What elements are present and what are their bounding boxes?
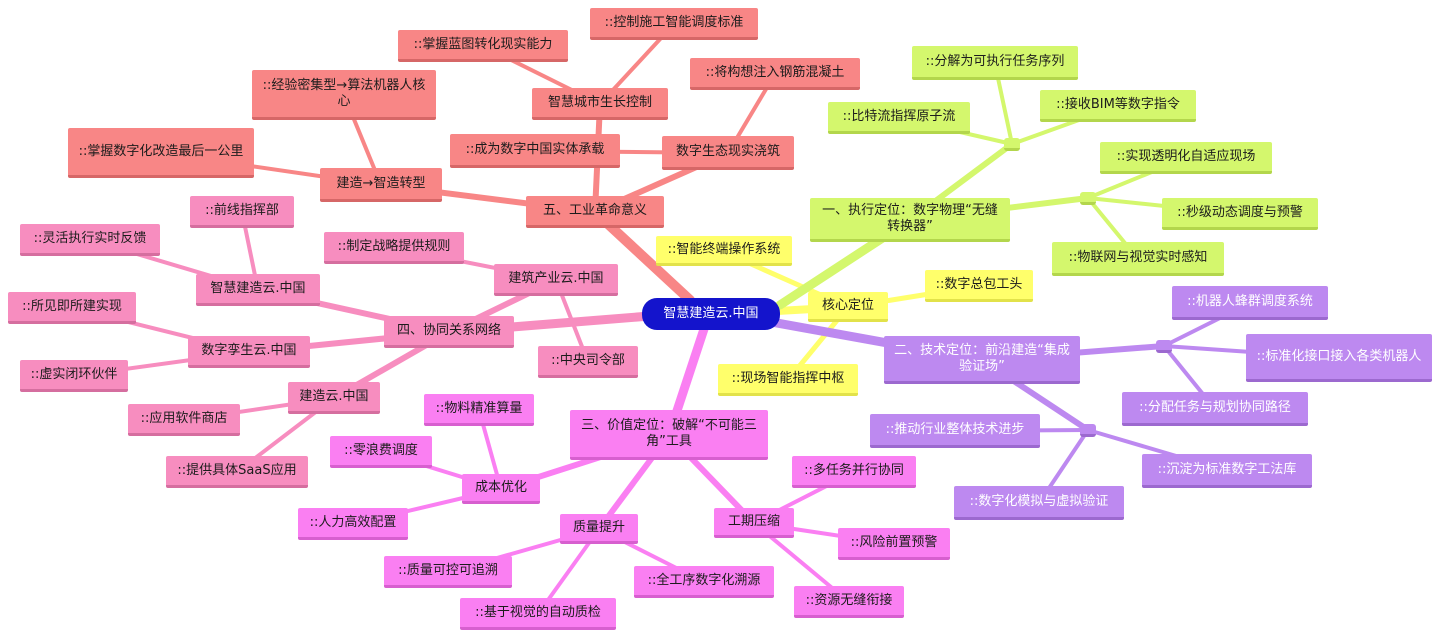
leaf[interactable]: ::灵活执行实时反馈 xyxy=(20,224,160,256)
hub-technology-1 xyxy=(1156,340,1172,353)
leaf[interactable]: ::分解为可执行任务序列 xyxy=(912,46,1078,80)
hub-execution-2 xyxy=(1080,192,1096,205)
core-item[interactable]: ::智能终端操作系统 xyxy=(656,236,792,266)
branch-network[interactable]: 四、协同关系网络 xyxy=(384,316,514,348)
core-item[interactable]: ::现场智能指挥中枢 xyxy=(718,364,858,396)
leaf[interactable]: ::比特流指挥原子流 xyxy=(828,102,970,134)
branch-technology-label: 二、技术定位：前沿建造“集成验证场” xyxy=(894,342,1070,374)
leaf[interactable]: ::资源无缝衔接 xyxy=(794,586,904,618)
sub-twin[interactable]: 数字孪生云.中国 xyxy=(188,336,310,368)
hub-technology-2 xyxy=(1080,424,1096,437)
leaf[interactable]: ::掌握蓝图转化现实能力 xyxy=(398,30,568,62)
sub-eco[interactable]: 数字生态现实浇筑 xyxy=(662,136,794,170)
branch-execution-label: 一、执行定位：数字物理“无缝转换器” xyxy=(822,202,998,234)
leaf[interactable]: ::将构想注入钢筋混凝土 xyxy=(690,58,860,90)
leaf[interactable]: ::应用软件商店 xyxy=(128,404,240,436)
leaf[interactable]: ::物联网与视觉实时感知 xyxy=(1052,242,1224,276)
core-node[interactable]: 核心定位 xyxy=(808,292,888,322)
leaf[interactable]: ::提供具体SaaS应用 xyxy=(166,456,308,488)
root-node[interactable]: 智慧建造云.中国 xyxy=(642,298,780,330)
hub-execution-1 xyxy=(1004,138,1020,151)
branch-revolution[interactable]: 五、工业革命意义 xyxy=(526,196,664,228)
leaf[interactable]: ::零浪费调度 xyxy=(330,436,432,468)
sub-city[interactable]: 智慧城市生长控制 xyxy=(532,88,668,120)
leaf[interactable]: ::基于视觉的自动质检 xyxy=(460,598,616,630)
leaf[interactable]: ::中央司令部 xyxy=(538,346,638,378)
leaf[interactable]: ::多任务并行协同 xyxy=(792,456,916,488)
leaf[interactable]: ::经验密集型→算法机器人核心 xyxy=(252,70,436,120)
leaf[interactable]: ::物料精准算量 xyxy=(424,394,534,426)
leaf[interactable]: ::沉淀为标准数字工法库 xyxy=(1142,454,1312,488)
leaf[interactable]: ::秒级动态调度与预警 xyxy=(1162,198,1318,230)
leaf[interactable]: ::质量可控可追溯 xyxy=(384,556,512,588)
leaf[interactable]: ::机器人蜂群调度系统 xyxy=(1172,286,1328,320)
sub-zhihui[interactable]: 智慧建造云.中国 xyxy=(196,274,320,306)
branch-technology[interactable]: 二、技术定位：前沿建造“集成验证场” xyxy=(884,336,1080,384)
core-item[interactable]: ::数字总包工头 xyxy=(925,270,1033,302)
leaf[interactable]: ::风险前置预警 xyxy=(838,528,950,560)
leaf[interactable]: ::分配任务与规划协同路径 xyxy=(1122,392,1308,426)
leaf[interactable]: ::人力高效配置 xyxy=(298,508,408,540)
leaf[interactable]: ::标准化接口接入各类机器人 xyxy=(1246,334,1432,382)
leaf[interactable]: ::推动行业整体技术进步 xyxy=(870,414,1040,448)
leaf[interactable]: ::接收BIM等数字指令 xyxy=(1040,90,1196,122)
branch-execution[interactable]: 一、执行定位：数字物理“无缝转换器” xyxy=(810,198,1010,242)
branch-value-label: 三、价值定位：破解“不可能三角”工具 xyxy=(581,417,757,449)
leaf[interactable]: ::所见即所建实现 xyxy=(8,292,136,324)
sub-schedule[interactable]: 工期压缩 xyxy=(714,508,794,538)
sub-trans[interactable]: 建造→智造转型 xyxy=(320,168,442,202)
leaf[interactable]: ::实现透明化自适应现场 xyxy=(1100,142,1272,174)
sub-jianzhu[interactable]: 建筑产业云.中国 xyxy=(494,264,618,296)
sub-quality[interactable]: 质量提升 xyxy=(560,514,638,544)
leaf[interactable]: ::制定战略提供规则 xyxy=(324,232,464,264)
leaf[interactable]: ::控制施工智能调度标准 xyxy=(590,8,758,40)
leaf[interactable]: ::数字化模拟与虚拟验证 xyxy=(954,486,1124,520)
branch-value[interactable]: 三、价值定位：破解“不可能三角”工具 xyxy=(570,410,768,460)
leaf[interactable]: ::成为数字中国实体承载 xyxy=(450,134,620,168)
leaf[interactable]: ::掌握数字化改造最后一公里 xyxy=(68,128,254,178)
leaf[interactable]: ::虚实闭环伙伴 xyxy=(20,360,128,392)
leaf[interactable]: ::全工序数字化溯源 xyxy=(634,566,774,598)
sub-cost[interactable]: 成本优化 xyxy=(462,474,540,504)
sub-jianzao[interactable]: 建造云.中国 xyxy=(288,382,380,414)
leaf[interactable]: ::前线指挥部 xyxy=(190,196,294,228)
